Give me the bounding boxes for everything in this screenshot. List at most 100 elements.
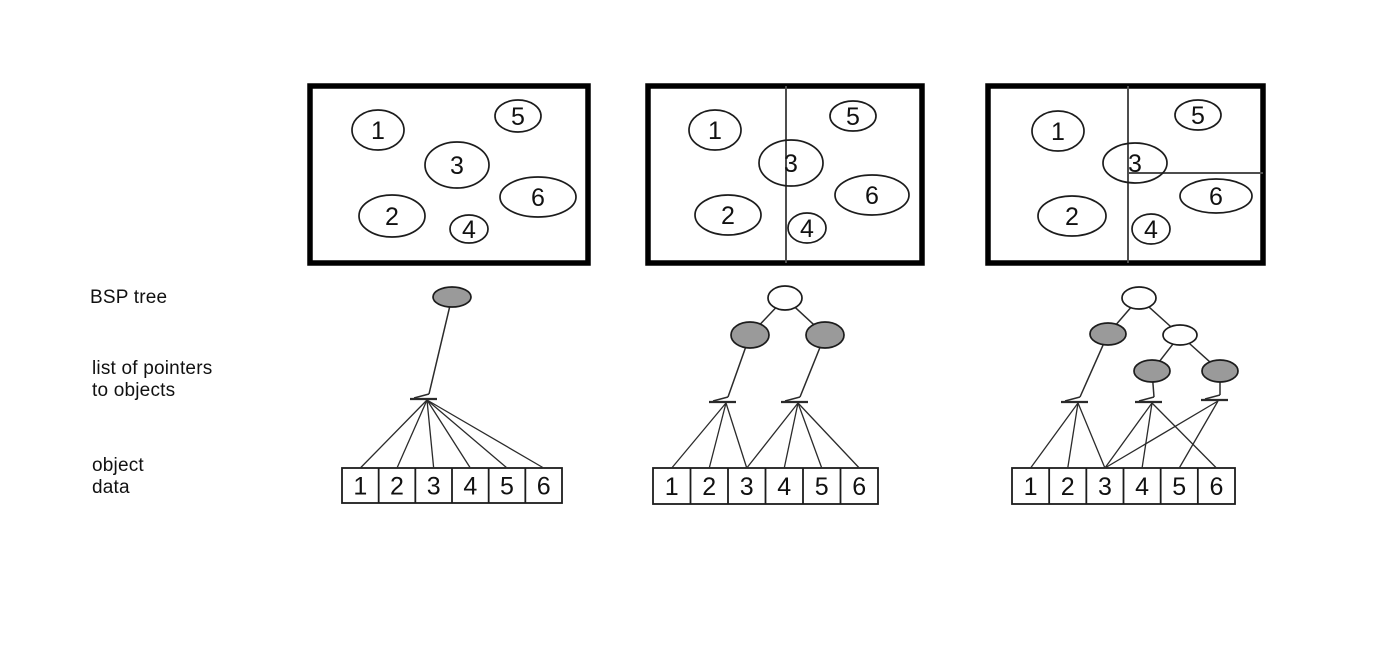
panel-2-object-label-5: 5 bbox=[846, 103, 860, 131]
panel-1-array-cell-3: 3 bbox=[427, 473, 441, 501]
panel-3-object-ellipse-6 bbox=[1179, 178, 1253, 214]
panel-3-object-ellipse-5 bbox=[1174, 99, 1222, 131]
panel-1-pointer-list-1-pointer-to-2 bbox=[396, 399, 428, 469]
panel-1-object-label-1: 1 bbox=[371, 117, 385, 145]
panel-1-object-label-5: 5 bbox=[511, 103, 525, 131]
panel-3-tree-node-right_left bbox=[1133, 359, 1171, 383]
label-list-of-pointers: list of pointers to objects bbox=[92, 358, 212, 402]
panel-3-tree-edge-root-right bbox=[1148, 306, 1172, 328]
panel-1-object-ellipse-4 bbox=[449, 214, 489, 244]
panel-3-tree-node-left bbox=[1089, 322, 1127, 346]
panel-3-array-cell-5: 5 bbox=[1172, 473, 1186, 501]
panel-1-pointer-list-1-pointer-to-3 bbox=[426, 399, 435, 469]
panel-2-array-cell-4: 4 bbox=[777, 473, 791, 501]
panel-3-array-cell-2: 2 bbox=[1061, 473, 1075, 501]
panel-2-pointer-list-2-stem bbox=[799, 347, 821, 398]
panel-3-object-label-1: 1 bbox=[1051, 118, 1065, 146]
panel-1-pointer-list-1-kink bbox=[413, 393, 430, 399]
panel-2-tree-node-left bbox=[730, 321, 770, 349]
panel-3-object-label-6: 6 bbox=[1209, 183, 1223, 211]
panel-1-pointer-list-1-stem bbox=[428, 306, 451, 395]
panel-2-pointer-list-2-pointer-to-3 bbox=[746, 402, 799, 469]
panel-3-tree-node-right_right bbox=[1201, 359, 1239, 383]
panel-1-object-label-2: 2 bbox=[385, 203, 399, 231]
panel-3-tree-node-root bbox=[1121, 286, 1157, 310]
panel-3-pointer-list-3-pointer-to-3 bbox=[1104, 400, 1219, 469]
panel-3-pointer-list-2-stem bbox=[1152, 381, 1155, 398]
panel-3-pointer-list-2-pointer-to-6 bbox=[1151, 402, 1217, 469]
panel-3-object-label-4: 4 bbox=[1144, 216, 1158, 244]
panel-2-tree-node-right bbox=[805, 321, 845, 349]
panel-1-object-ellipse-3 bbox=[424, 141, 490, 189]
panel-3-object-ellipse-2 bbox=[1037, 195, 1107, 237]
panel-2-tree-edge-root-right bbox=[794, 306, 815, 326]
panel-2-object-ellipse-6 bbox=[834, 174, 910, 216]
panel-1-tree-node-root bbox=[432, 286, 472, 308]
panel-2-array-cell-2: 2 bbox=[702, 473, 716, 501]
panel-1-array-cell-4: 4 bbox=[463, 473, 477, 501]
panel-3-object-label-5: 5 bbox=[1191, 102, 1205, 130]
panel-2-object-label-4: 4 bbox=[800, 215, 814, 243]
panel-3-tree-edge-right-right_left bbox=[1159, 343, 1174, 362]
label-bsp-tree: BSP tree bbox=[90, 287, 168, 308]
panel-1-object-ellipse-1 bbox=[351, 109, 405, 151]
label-pointers-line2: to objects bbox=[92, 380, 176, 401]
panel-3-tree-edge-right-right_right bbox=[1188, 342, 1211, 363]
panel-2-tree-node-root bbox=[767, 285, 803, 311]
panel-3-pointer-list-2-pointer-to-4 bbox=[1141, 402, 1153, 469]
panel-2-object-ellipse-4 bbox=[787, 212, 827, 244]
panel-2-array-cell-6: 6 bbox=[852, 473, 866, 501]
panel-2-pointer-list-1-pointer-to-2 bbox=[708, 402, 727, 469]
panel-3-array-cell-6: 6 bbox=[1209, 473, 1223, 501]
panel-2-object-ellipse-5 bbox=[829, 100, 877, 132]
panel-3-array-cell-1: 1 bbox=[1024, 473, 1038, 501]
panel-3-object-label-3: 3 bbox=[1128, 150, 1142, 178]
panel-3-tree-edge-root-left bbox=[1115, 307, 1132, 325]
panel-1-pointer-list-1-pointer-to-5 bbox=[426, 399, 508, 469]
panel-3-pointer-list-1-kink bbox=[1064, 396, 1081, 402]
label-object-line2: data bbox=[92, 477, 130, 498]
panel-3-pointer-list-3-kink bbox=[1204, 394, 1221, 400]
panel-2-pointer-list-2-pointer-to-5 bbox=[797, 402, 823, 469]
panel-2-pointer-list-1-kink bbox=[712, 396, 729, 402]
panel-3-pointer-list-1-pointer-to-2 bbox=[1067, 402, 1079, 469]
panel-2-pointer-list-2-kink bbox=[784, 396, 801, 402]
panel-3-object-label-2: 2 bbox=[1065, 203, 1079, 231]
panel-2-pointer-list-2-pointer-to-6 bbox=[797, 402, 860, 469]
panel-1-object-label-4: 4 bbox=[462, 216, 476, 244]
panel-3-array-cell-3: 3 bbox=[1098, 473, 1112, 501]
panel-3-tree-node-right bbox=[1162, 324, 1198, 346]
panel-1-pointer-list-1-pointer-to-1 bbox=[359, 399, 428, 469]
label-object-line1: object bbox=[92, 455, 144, 476]
panel-2-array-cell-1: 1 bbox=[665, 473, 679, 501]
panel-3-pointer-list-1-stem bbox=[1079, 344, 1104, 398]
panel-1-array-cell-6: 6 bbox=[537, 473, 551, 501]
panel-3-pointer-list-3-pointer-to-5 bbox=[1178, 400, 1219, 469]
panel-2-pointer-list-1-pointer-to-3 bbox=[725, 402, 748, 469]
panel-2-object-ellipse-2 bbox=[694, 194, 762, 236]
panel-3-pointer-list-2-kink bbox=[1138, 396, 1155, 402]
panel-3-pointer-list-2-pointer-to-3 bbox=[1104, 402, 1153, 469]
panel-1-object-label-3: 3 bbox=[450, 152, 464, 180]
panel-2-object-label-2: 2 bbox=[721, 202, 735, 230]
panel-2-array-cell-5: 5 bbox=[815, 473, 829, 501]
panel-1-object-ellipse-5 bbox=[494, 99, 542, 133]
panel-1-object-ellipse-2 bbox=[358, 194, 426, 238]
panel-3-pointer-list-1-pointer-to-1 bbox=[1030, 402, 1079, 469]
panel-2-object-ellipse-3 bbox=[758, 139, 824, 187]
panel-1-region-box bbox=[307, 83, 591, 266]
panel-1-array-cell-5: 5 bbox=[500, 473, 514, 501]
panel-2-object-label-1: 1 bbox=[708, 117, 722, 145]
panel-2-object-label-3: 3 bbox=[784, 150, 798, 178]
panel-3-pointer-list-1-pointer-to-3 bbox=[1077, 402, 1106, 469]
panel-2-object-label-6: 6 bbox=[865, 182, 879, 210]
panel-1-array-cell-1: 1 bbox=[353, 473, 367, 501]
panel-1-object-ellipse-6 bbox=[499, 176, 577, 218]
panel-2-array-cell-3: 3 bbox=[740, 473, 754, 501]
panel-3-object-ellipse-4 bbox=[1131, 213, 1171, 245]
panel-3-object-ellipse-3 bbox=[1102, 142, 1168, 184]
panel-2-object-ellipse-1 bbox=[688, 109, 742, 151]
panel-3-object-ellipse-1 bbox=[1031, 110, 1085, 152]
